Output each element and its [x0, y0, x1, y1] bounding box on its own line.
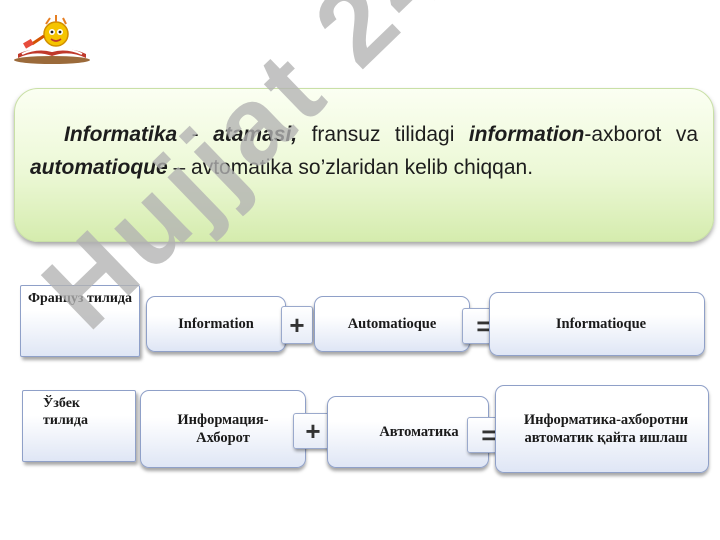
- uzbek-result-informatika: Информатика-ахборотни автоматик қайта иш…: [495, 385, 709, 473]
- french-term-information: Information: [146, 296, 286, 352]
- french-result-informatioque: Informatioque: [489, 292, 705, 356]
- logo-icon: [14, 15, 90, 64]
- uzbek-language-label: Ўзбек тилида: [22, 390, 136, 462]
- definition-text: Informatika - atamasi, fransuz tilidagi …: [30, 123, 698, 179]
- term-automatioque: automatioque: [30, 156, 168, 179]
- uzbek-term-avtomatika: Автоматика: [327, 396, 489, 468]
- plus-operator: +: [293, 413, 333, 449]
- term-information: information: [468, 123, 585, 146]
- plus-operator: +: [281, 306, 313, 344]
- term-atamasi: atamasi,: [213, 123, 298, 146]
- definition-panel: [14, 88, 714, 242]
- french-language-label: Француз тилида: [20, 285, 140, 357]
- uzbek-term-informatsiya: Информация-Ахборот: [140, 390, 306, 468]
- french-term-automatioque: Automatioque: [314, 296, 470, 352]
- term-informatika: Informatika: [64, 123, 178, 146]
